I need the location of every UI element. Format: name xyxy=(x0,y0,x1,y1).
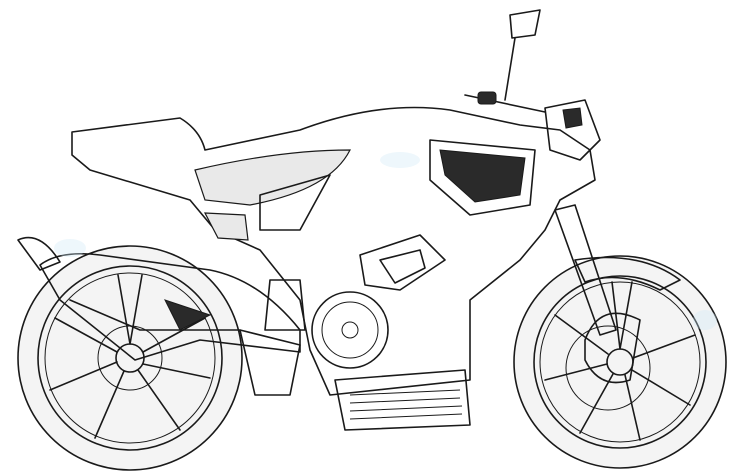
motor xyxy=(239,279,471,431)
front-wheel xyxy=(513,255,727,469)
rear-wheel xyxy=(17,245,243,471)
handlebar-mirror xyxy=(464,9,546,113)
swingarm xyxy=(17,236,301,361)
body xyxy=(71,99,601,396)
front-fork xyxy=(554,204,681,384)
